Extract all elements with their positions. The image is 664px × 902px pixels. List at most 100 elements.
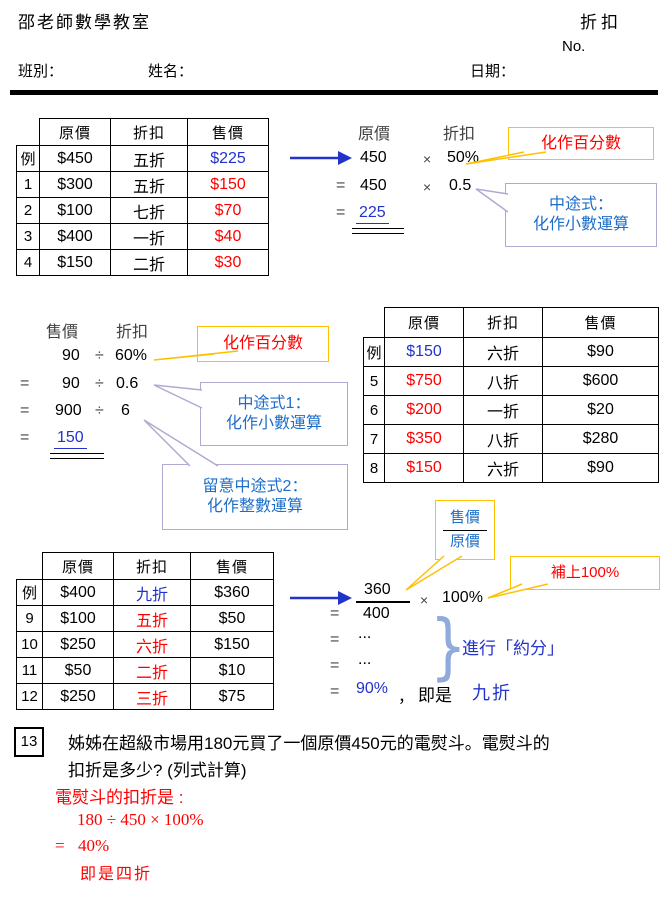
column-header: 折扣 — [113, 552, 191, 580]
row-label-cell: 3 — [16, 223, 40, 250]
fraction-numerator-label: 售價 — [449, 508, 480, 526]
calc1-label-right: 折扣 — [443, 126, 476, 143]
row-label-cell: 1 — [16, 171, 40, 198]
question-text-line1: 姊姊在超級市場用180元買了一個原價450元的電熨斗。電熨斗的 — [68, 734, 550, 753]
callout-text: 中途式1： — [237, 395, 311, 412]
row-label-cell: 11 — [16, 657, 43, 684]
connective-text: 即是 — [418, 686, 452, 705]
question-number-badge: 13 — [14, 727, 44, 757]
calc-result: 225 — [356, 204, 389, 224]
class-field-label: 班別： — [18, 64, 64, 80]
equals-sign: = — [330, 605, 340, 622]
ghost-cell — [363, 307, 385, 338]
no-label: No. — [562, 38, 586, 55]
table-cell: $50 — [190, 605, 274, 632]
column-header: 原價 — [39, 118, 111, 146]
header-rule — [10, 90, 658, 95]
callout-text: 化作百分數 — [540, 134, 621, 152]
fraction-bar — [443, 529, 487, 531]
fraction-numerator: 360 — [364, 581, 391, 598]
callout-tail-icon — [153, 384, 203, 409]
row-label-cell: 6 — [363, 395, 385, 425]
table-cell: $600 — [542, 366, 659, 396]
flow-arrow-icon — [290, 591, 352, 605]
table-cell: $150 — [384, 453, 464, 483]
equals-sign: = — [336, 204, 346, 221]
table-cell: 二折 — [110, 249, 188, 276]
curly-brace-icon: } — [430, 604, 467, 688]
row-label-cell: 7 — [363, 424, 385, 454]
ghost-cell — [16, 552, 43, 580]
callout-mid1: 中途式： 化作小數運算 — [505, 183, 657, 247]
date-field-label: 日期： — [470, 64, 516, 80]
column-header: 原價 — [42, 552, 114, 580]
table-cell: $750 — [384, 366, 464, 396]
callout-text: 化作小數運算 — [225, 415, 322, 432]
callout-percent-1: 化作百分數 — [508, 127, 654, 160]
table-cell: $10 — [190, 657, 274, 684]
divide-sign: ÷ — [95, 402, 104, 419]
question-text-line2: 扣折是多少? (列式計算) — [68, 761, 247, 780]
calc-token: 50% — [447, 149, 480, 166]
table-cell: 三折 — [113, 683, 191, 710]
callout-text: 留意中途式2： — [202, 478, 308, 495]
table-cell: 六折 — [463, 337, 543, 367]
callout-mid3: 留意中途式2： 化作整數運算 — [162, 464, 348, 530]
row-label-cell: 12 — [16, 683, 43, 710]
table-cell: $70 — [187, 197, 269, 224]
column-header: 售價 — [542, 307, 659, 338]
calc-token: 0.6 — [116, 375, 139, 392]
answer-expression: 180 ÷ 450 × 100% — [77, 810, 204, 829]
callout-text: 化作百分數 — [222, 335, 303, 352]
calc-token: 90 — [62, 347, 80, 364]
divide-sign: ÷ — [95, 375, 104, 392]
answer-intro: 電熨斗的扣折是 : — [55, 788, 184, 807]
multiply-sign: × — [423, 151, 432, 167]
callout-percent-2: 化作百分數 — [197, 326, 329, 362]
name-field-label: 姓名： — [148, 64, 194, 80]
fraction-denominator: 400 — [363, 605, 390, 622]
table-cell: 五折 — [110, 145, 188, 172]
column-header: 折扣 — [110, 118, 188, 146]
calc2-label-left: 售價 — [46, 324, 79, 341]
table-cell: $75 — [190, 683, 274, 710]
table-cell: 一折 — [463, 395, 543, 425]
calc-result: 90% — [356, 680, 389, 697]
callout-text: 中途式： — [548, 196, 613, 213]
multiply-sign: × — [420, 592, 429, 608]
row-label-cell: 例 — [16, 579, 43, 606]
table-cell: 五折 — [113, 605, 191, 632]
table-cell: 八折 — [463, 424, 543, 454]
callout-add100: 補上100% — [510, 556, 660, 590]
table-cell: $400 — [39, 223, 111, 250]
column-header: 折扣 — [463, 307, 543, 338]
table-cell: $200 — [384, 395, 464, 425]
table-cell: $100 — [42, 605, 114, 632]
calc-token: 450 — [360, 149, 387, 166]
table-cell: $20 — [542, 395, 659, 425]
column-header: 原價 — [384, 307, 464, 338]
calc-token: 900 — [55, 402, 82, 419]
brace-note: 進行「約分」 — [462, 639, 564, 658]
table-cell: $150 — [384, 337, 464, 367]
row-label-cell: 例 — [16, 145, 40, 172]
calc-token: 90 — [62, 375, 80, 392]
table-cell: $250 — [42, 631, 114, 658]
table-cell: $40 — [187, 223, 269, 250]
equals-sign: = — [20, 375, 30, 392]
table-cell: $50 — [42, 657, 114, 684]
divide-sign: ÷ — [95, 347, 104, 364]
table-cell: $300 — [39, 171, 111, 198]
table-cell: $400 — [42, 579, 114, 606]
row-label-cell: 8 — [363, 453, 385, 483]
table-cell: $150 — [187, 171, 269, 198]
